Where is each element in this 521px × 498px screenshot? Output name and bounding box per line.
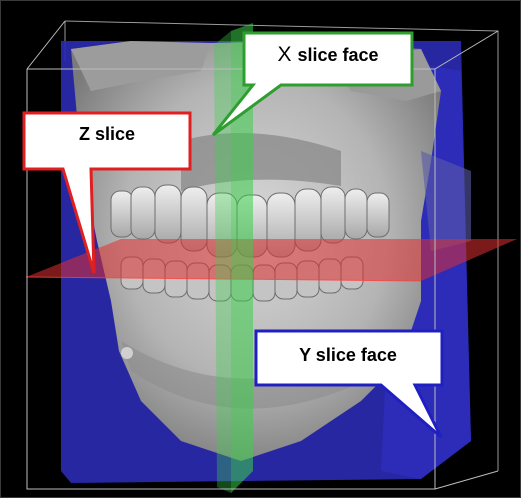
x-slice-prefix: X bbox=[277, 43, 291, 66]
z-slice-label: Z slice bbox=[27, 124, 187, 145]
y-slice-label: Y slice face bbox=[263, 345, 433, 366]
x-slice-text: slice face bbox=[297, 45, 378, 65]
